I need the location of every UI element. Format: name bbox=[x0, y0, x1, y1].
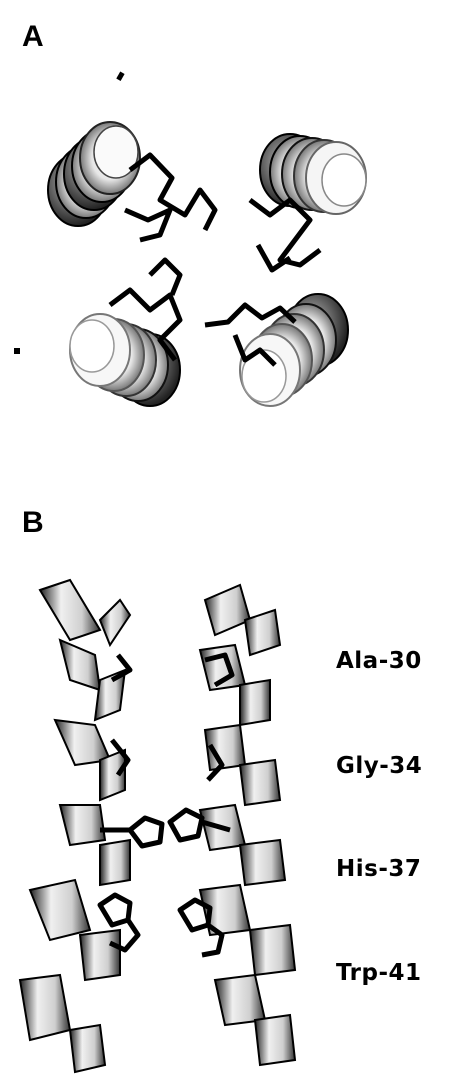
helix-1 bbox=[48, 122, 215, 240]
residue-label-ala30: Ala-30 bbox=[336, 650, 422, 673]
residue-label-his37: His-37 bbox=[336, 858, 421, 881]
helix-2 bbox=[250, 134, 366, 270]
panel-a-helix-tetramer-top-view bbox=[0, 60, 450, 460]
left-helix-ribbon bbox=[20, 580, 130, 1072]
residue-label-trp41: Trp-41 bbox=[336, 962, 422, 985]
panel-b-helix-bundle-side-view bbox=[0, 560, 330, 1080]
helix-4 bbox=[205, 294, 348, 406]
panel-b-label: B bbox=[22, 508, 44, 538]
panel-a-label: A bbox=[22, 22, 44, 52]
residue-label-gly34: Gly-34 bbox=[336, 755, 422, 778]
helix-3 bbox=[70, 260, 180, 406]
